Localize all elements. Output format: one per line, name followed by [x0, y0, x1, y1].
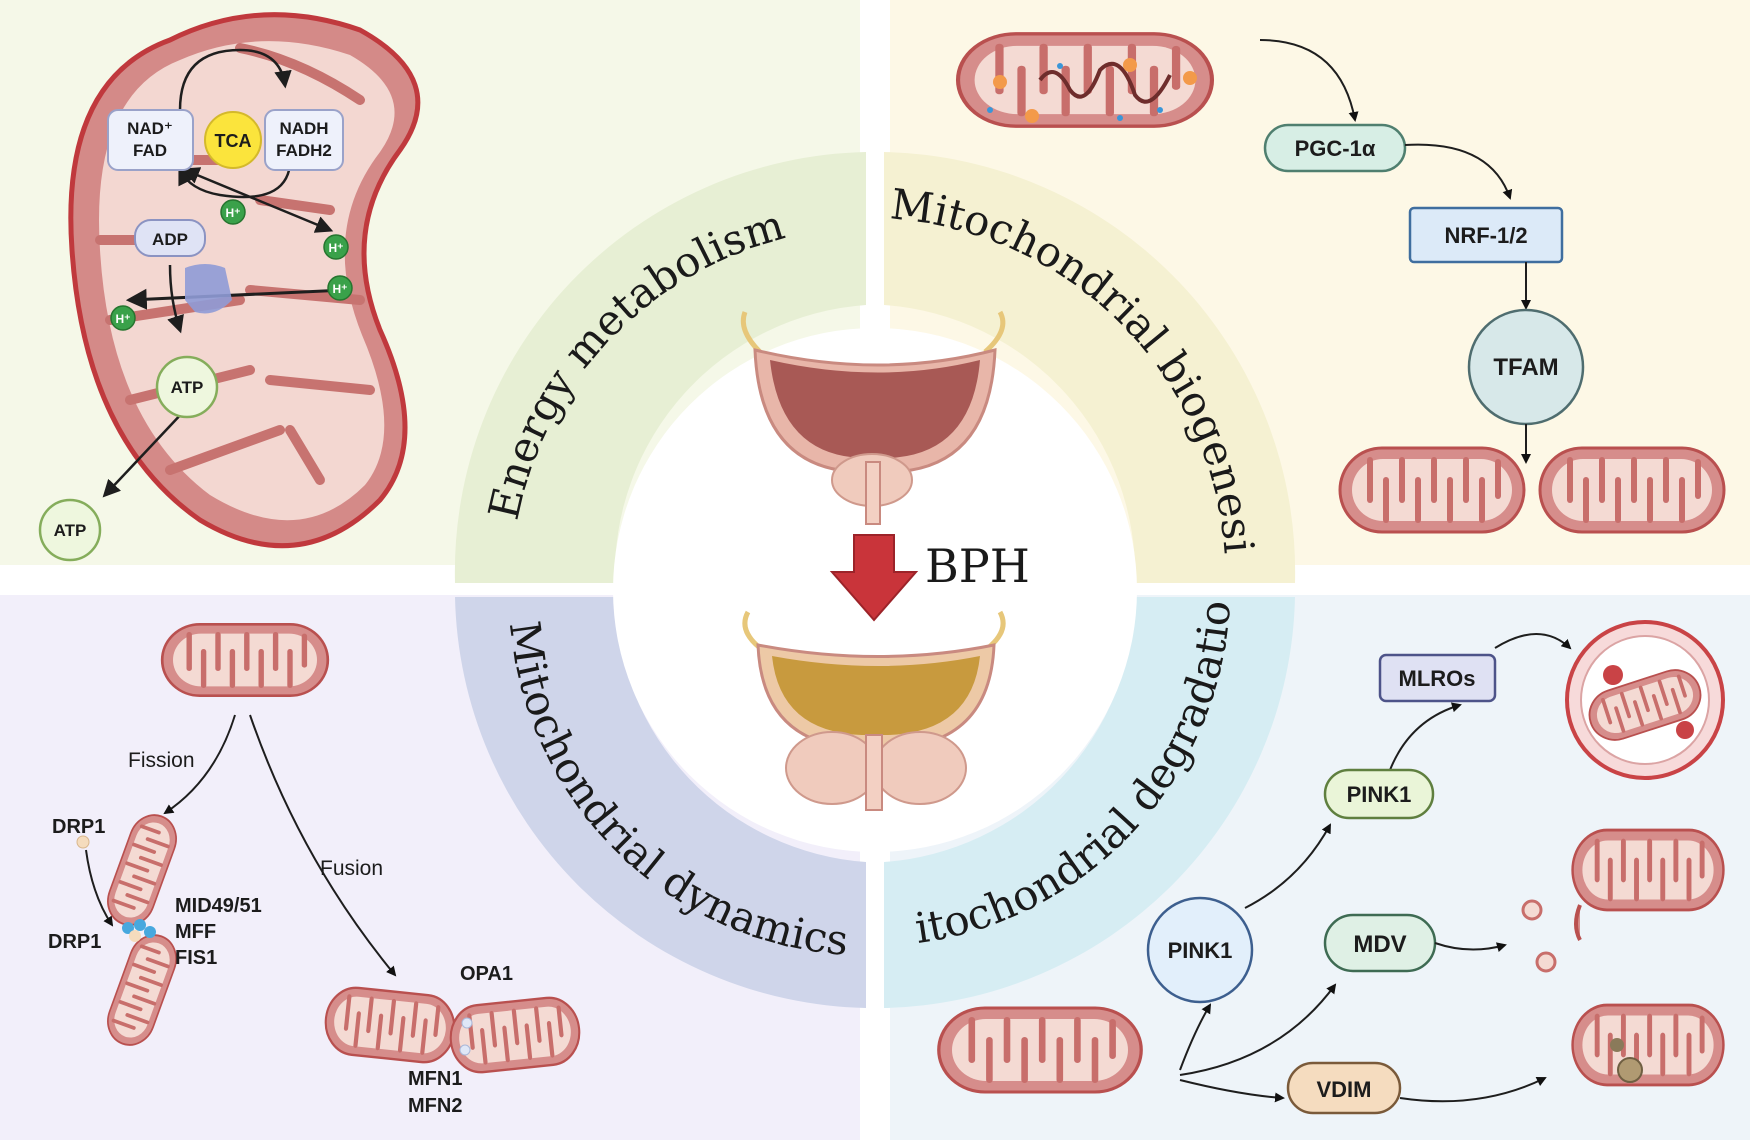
svg-text:H⁺: H⁺: [333, 282, 348, 296]
fad-label: FAD: [133, 141, 167, 160]
atp-outer-circle: [38, 498, 102, 562]
adp-label: ADP: [152, 230, 188, 249]
nadh-label: NADH: [279, 119, 328, 138]
bph-title: BPH: [925, 539, 1030, 593]
opa1-label: OPA1: [460, 963, 513, 985]
daughter-mitochondrion-left: [1340, 448, 1524, 532]
nrf12-label: NRF-1/2: [1444, 223, 1527, 248]
mlros-box: [1378, 653, 1497, 703]
fis1-label: FIS1: [175, 947, 217, 969]
atp-inner-circle: [155, 355, 219, 419]
pgc1a-label: PGC-1α: [1295, 136, 1376, 161]
vdim-label: VDIM: [1317, 1077, 1372, 1102]
proton-markers: H⁺ H⁺ H⁺ H⁺: [110, 199, 353, 331]
fadh2-label: FADH2: [276, 141, 332, 160]
tca-label: TCA: [215, 131, 252, 151]
bph-arrow: [829, 534, 919, 622]
fused-mitochondrion: [322, 985, 582, 1075]
pink1-lower-label: PINK1: [1168, 938, 1233, 963]
degradation-source-mitochondrion: [939, 1008, 1141, 1092]
fusion-label: Fusion: [320, 857, 383, 880]
pink1-lower-circle: [1146, 896, 1254, 1004]
pink1-upper-label: PINK1: [1347, 782, 1412, 807]
atp-outer-label: ATP: [54, 521, 87, 540]
mlros-label: MLROs: [1399, 666, 1476, 691]
adp-box: [134, 219, 206, 257]
pink1-upper-box: [1323, 768, 1435, 820]
daughter-mitochondrion-right: [1540, 448, 1724, 532]
bph-bladder-illustration: [742, 610, 1006, 811]
mdv-vesicles: [1521, 830, 1723, 973]
drp1-bottom-label: DRP1: [48, 931, 101, 953]
biogenesis-source-mitochondrion: [958, 34, 1212, 126]
tca-circle: [204, 111, 262, 169]
dividing-mitochondrion: [98, 806, 186, 1054]
nad-fad-box: [107, 109, 194, 171]
ring-dynamics-segment: [455, 597, 866, 1008]
fission-label: Fission: [128, 749, 195, 772]
mid49-51-label: MID49/51: [175, 895, 262, 917]
mdv-label: MDV: [1353, 931, 1406, 958]
dynamics-source-mitochondrion: [162, 624, 328, 695]
mff-label: MFF: [175, 921, 216, 943]
drp1-free-dot: [76, 835, 90, 849]
svg-text:H⁺: H⁺: [226, 206, 241, 220]
healthy-bladder-illustration: [740, 310, 1006, 525]
tfam-label: TFAM: [1493, 354, 1558, 381]
atp-inner-label: ATP: [171, 378, 204, 397]
nad-label: NAD⁺: [127, 119, 173, 138]
svg-text:H⁺: H⁺: [116, 312, 131, 326]
nrf12-box: [1408, 206, 1564, 264]
pgc1a-box: [1263, 123, 1407, 173]
autolysosome: [1565, 620, 1725, 780]
atp-synthase: [185, 264, 232, 314]
mfn2-label: MFN2: [408, 1095, 462, 1117]
vdim-mitochondrion: [1573, 1005, 1724, 1085]
ring-degradation-segment: [884, 597, 1295, 1008]
vdim-box: [1286, 1061, 1402, 1115]
mfn1-label: MFN1: [408, 1068, 462, 1090]
ring-energy-segment: [454, 152, 866, 583]
drp1-top-label: DRP1: [52, 816, 105, 838]
svg-text:H⁺: H⁺: [329, 241, 344, 255]
ring-biogenesis-segment: [884, 152, 1296, 583]
nadh-fadh2-box: [264, 109, 344, 171]
